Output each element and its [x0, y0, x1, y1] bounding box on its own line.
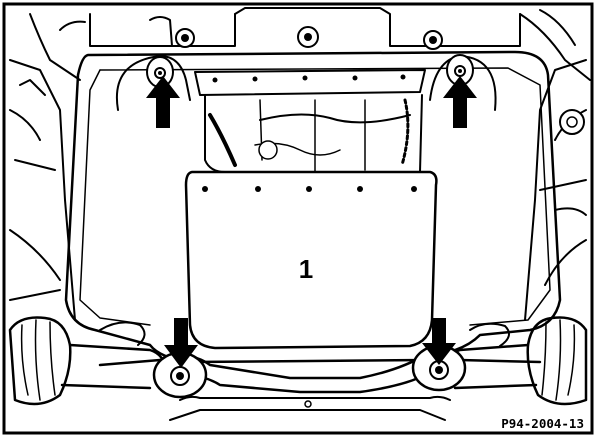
figure-code: P94-2004-13 — [501, 416, 584, 431]
callout-label: 1 — [299, 254, 313, 284]
arrow-up-right — [443, 76, 477, 128]
lower-bolt-right — [411, 344, 467, 392]
lower-mounting-bolts — [152, 344, 467, 399]
cover-panel-bolts — [202, 186, 417, 192]
upper-body-structure — [29, 7, 591, 81]
lower-structure — [169, 395, 451, 421]
arrow-up-left — [146, 76, 180, 128]
upper-mounting-bolts — [175, 26, 443, 50]
right-side-structure — [524, 59, 587, 321]
lower-bolt-left — [152, 351, 208, 399]
left-suspension — [8, 316, 167, 406]
cover-panel — [184, 170, 438, 350]
arrow-down-right — [422, 318, 456, 365]
arrow-down-left — [164, 318, 198, 368]
